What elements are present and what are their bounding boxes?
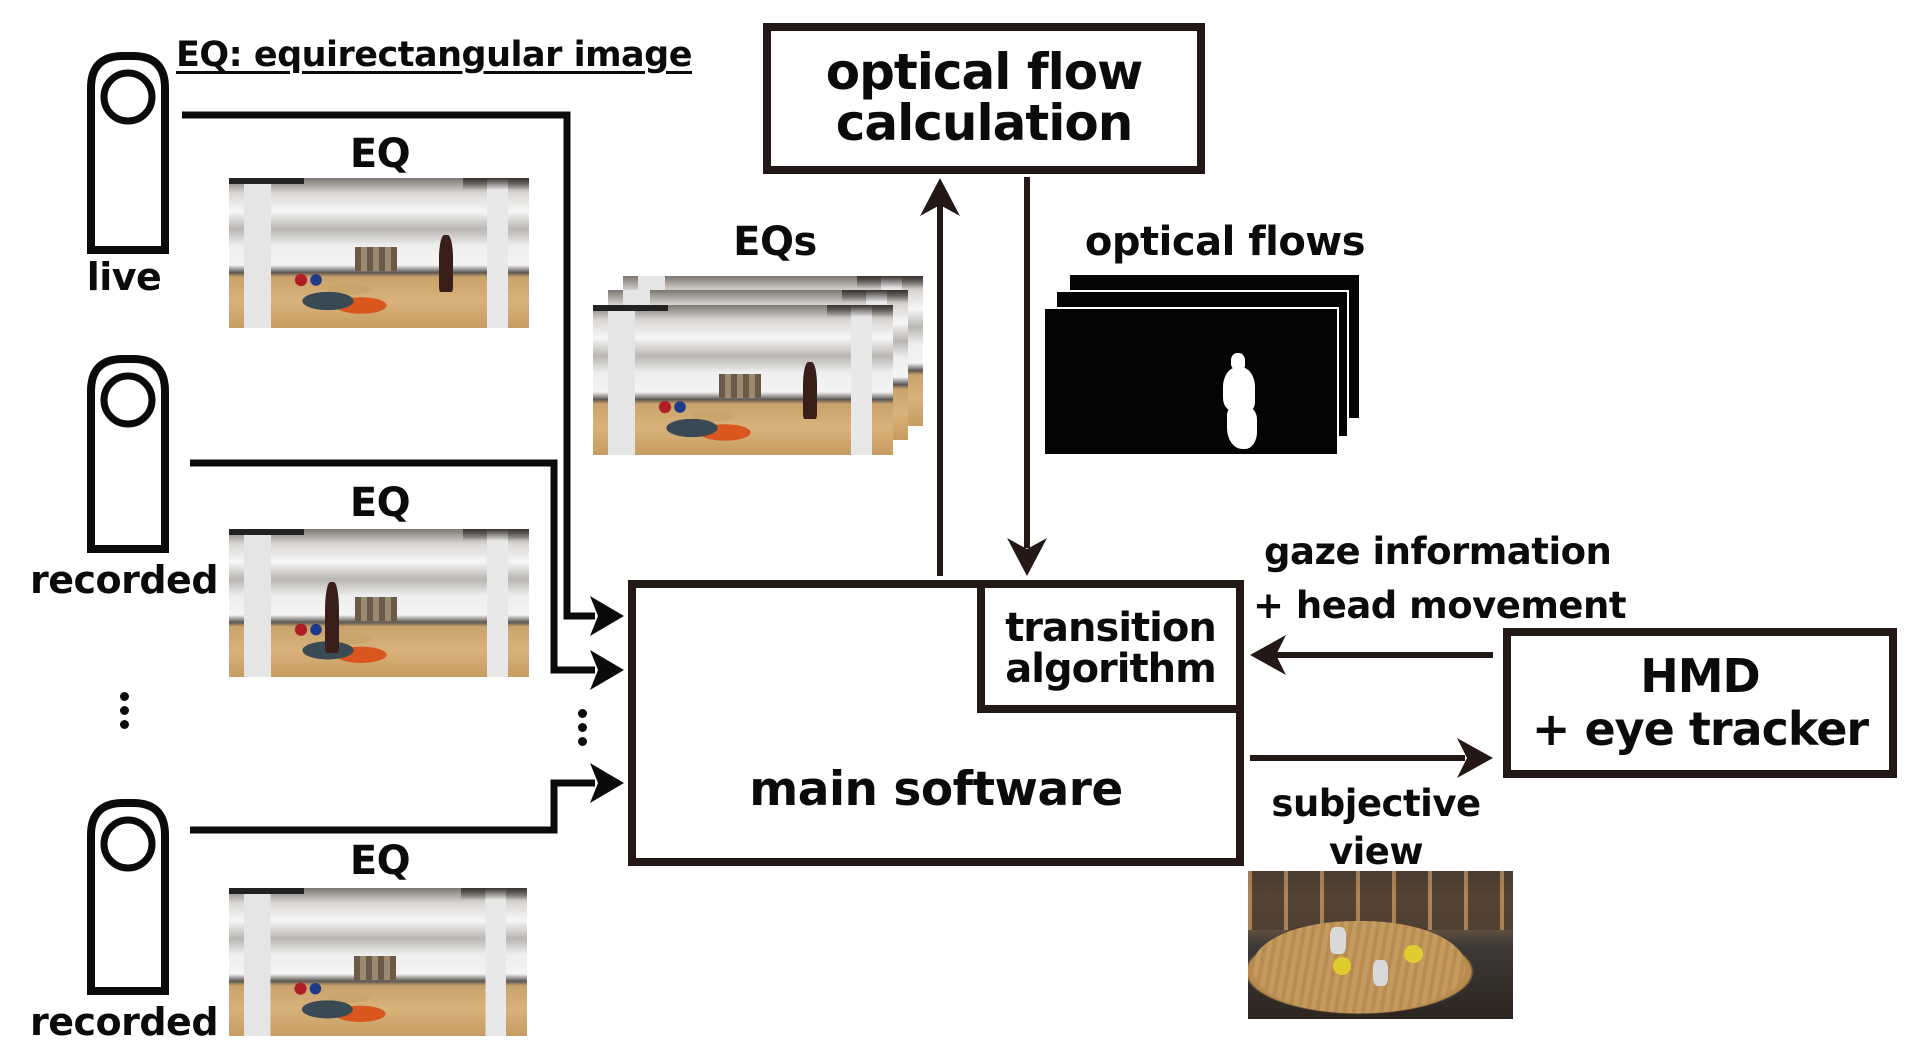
optical-flow-calculation-box: optical flow calculation (763, 23, 1205, 174)
camera-icon (87, 799, 169, 995)
legend-text: EQ: equirectangular image (176, 35, 692, 75)
eq-label: EQ (349, 480, 411, 526)
left-arrowhead (1250, 635, 1286, 675)
eqs-label: EQs (733, 219, 817, 265)
eq-image-live (229, 178, 529, 328)
subjective-label-line1: subjective (1271, 782, 1481, 825)
main-software-label: main software (749, 762, 1123, 817)
transition-box-line1: transition (1005, 605, 1217, 651)
subjective-view-image (1248, 871, 1513, 1019)
optical-flow-box-line2: calculation (835, 94, 1134, 152)
hmd-box-line2: + eye tracker (1531, 701, 1869, 756)
subjective-label-line2: view (1328, 830, 1424, 874)
recorded2-to-main-line (190, 779, 595, 834)
down-arrowhead (1007, 538, 1047, 576)
main-software-box: main software (628, 580, 1244, 866)
subjective-view-label: subjective view (1271, 780, 1481, 876)
inputs-ellipsis (578, 709, 587, 749)
optical-flow-box-line1: optical flow (825, 43, 1144, 101)
eq-label: EQ (349, 131, 411, 177)
eqs-stack-frame-front (593, 305, 893, 455)
head-movement-label: + head movement (1253, 584, 1627, 627)
eq-image-recorded (229, 888, 527, 1036)
recorded1-arrowhead (590, 650, 624, 690)
motion-silhouette (1231, 353, 1245, 369)
source-label-recorded: recorded (29, 558, 219, 602)
flows-stack-frame-front (1043, 307, 1339, 456)
up-arrowhead (920, 178, 960, 216)
gaze-information-label: gaze information (1264, 530, 1612, 573)
right-arrowhead (1457, 738, 1493, 778)
recorded2-arrowhead (590, 763, 624, 803)
live-arrowhead (590, 596, 624, 636)
transition-box-line2: algorithm (1005, 645, 1217, 692)
eq-image-recorded (229, 529, 529, 677)
hmd-eye-tracker-box: HMD + eye tracker (1503, 628, 1897, 778)
source-label-recorded: recorded (29, 1000, 219, 1044)
source-label-live: live (86, 255, 162, 299)
hmd-box-line1: HMD (1640, 649, 1760, 703)
camera-icon (87, 355, 169, 553)
sources-ellipsis (120, 692, 129, 732)
optical-flows-label: optical flows (1084, 219, 1366, 265)
transition-algorithm-box: transition algorithm (977, 580, 1244, 713)
eq-label: EQ (349, 838, 411, 884)
camera-icon (87, 52, 169, 254)
